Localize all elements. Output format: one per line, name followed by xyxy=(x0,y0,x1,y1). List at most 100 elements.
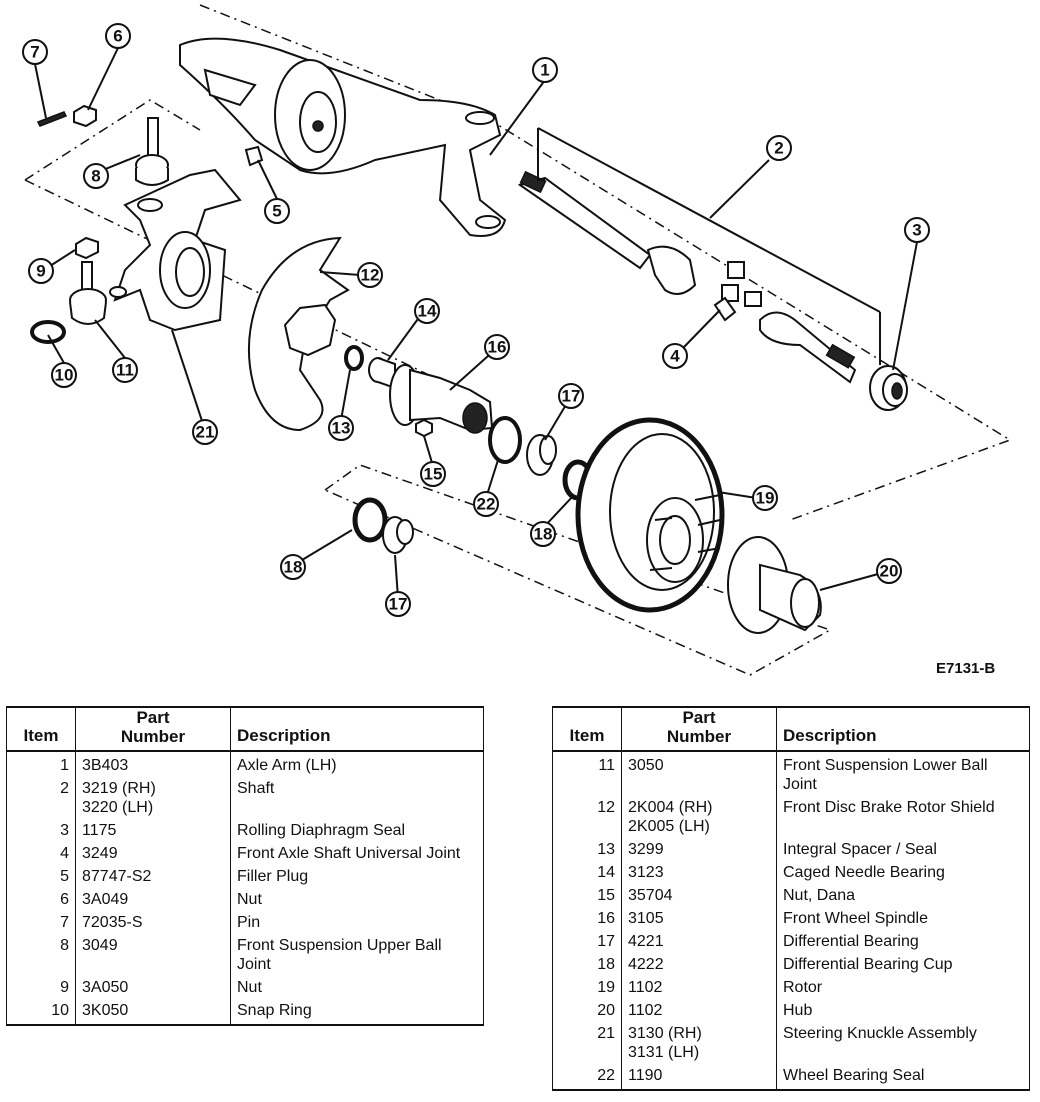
cotter-pin xyxy=(36,111,68,127)
part-number: 1190 xyxy=(621,1066,777,1091)
assembly-frame-upper xyxy=(24,99,201,181)
part-number-line: 3130 (RH) xyxy=(628,1025,702,1042)
part-number: 3105 xyxy=(621,909,777,932)
part-number: 72035-S xyxy=(75,913,231,936)
assembly-frame-lower xyxy=(24,179,461,391)
part-number-line: 87747-S2 xyxy=(82,868,152,885)
item-number: 7 xyxy=(6,913,76,936)
leader-lines xyxy=(34,47,918,599)
header-item: Item xyxy=(552,706,622,752)
rotor-shield xyxy=(247,236,350,432)
part-number-line: 35704 xyxy=(628,887,673,904)
item-number: 20 xyxy=(552,1001,622,1024)
callout-12: 12 xyxy=(357,262,383,288)
part-description: Front Suspension Lower Ball Joint xyxy=(776,751,1030,798)
item-number: 16 xyxy=(552,909,622,932)
svg-text:18: 18 xyxy=(534,525,553,544)
part-description: Nut, Dana xyxy=(776,886,1030,909)
part-number: 3A049 xyxy=(75,890,231,913)
table-row: 22 1190 Wheel Bearing Seal xyxy=(552,1066,1030,1091)
svg-text:6: 6 xyxy=(113,27,122,46)
differential-bearing-upper xyxy=(526,434,557,476)
item-number: 11 xyxy=(552,751,622,798)
wheel-spindle xyxy=(389,364,494,434)
table-row: 15 35704 Nut, Dana xyxy=(552,886,1030,909)
part-description: Nut xyxy=(230,890,484,913)
part-description: Front Suspension Upper Ball Joint xyxy=(230,936,484,978)
callout-16: 16 xyxy=(484,334,510,360)
svg-text:22: 22 xyxy=(477,495,496,514)
spacer-seal xyxy=(344,345,364,371)
callout-3: 3 xyxy=(904,217,930,243)
svg-text:9: 9 xyxy=(36,262,45,281)
part-description: Steering Knuckle Assembly xyxy=(776,1024,1030,1066)
item-number: 21 xyxy=(552,1024,622,1066)
part-number: 3299 xyxy=(621,840,777,863)
svg-text:11: 11 xyxy=(116,361,134,380)
part-number: 1102 xyxy=(621,1001,777,1024)
part-number-line: 3A050 xyxy=(82,979,129,996)
part-number-line: 3049 xyxy=(82,937,118,954)
part-number: 2K004 (RH)2K005 (LH) xyxy=(621,798,777,840)
header-description: Description xyxy=(776,706,1030,752)
brake-rotor xyxy=(575,417,725,613)
svg-text:7: 7 xyxy=(30,43,39,62)
item-number: 4 xyxy=(6,844,76,867)
part-description: Axle Arm (LH) xyxy=(230,751,484,779)
part-number-line: 4222 xyxy=(628,956,664,973)
axle-shaft xyxy=(517,170,857,384)
item-number: 8 xyxy=(6,936,76,978)
part-description: Wheel Bearing Seal xyxy=(776,1066,1030,1091)
part-number-line: 2K004 (RH) xyxy=(628,799,713,816)
part-number-line: 3131 (LH) xyxy=(628,1044,700,1061)
part-number-line: 1190 xyxy=(628,1067,663,1084)
axle-arm-housing xyxy=(179,37,507,237)
part-number: 4222 xyxy=(621,955,777,978)
steering-knuckle xyxy=(109,168,242,332)
item-number: 17 xyxy=(552,932,622,955)
callout-14: 14 xyxy=(414,298,440,324)
part-description: Differential Bearing Cup xyxy=(776,955,1030,978)
svg-text:17: 17 xyxy=(562,387,581,406)
item-number: 15 xyxy=(552,886,622,909)
part-number-line: 1102 xyxy=(628,1002,663,1019)
part-number-line: 1175 xyxy=(82,822,117,839)
table-row: 8 3049 Front Suspension Upper Ball Joint xyxy=(6,936,484,978)
rolling-diaphragm-seal xyxy=(869,365,908,411)
part-description: Front Axle Shaft Universal Joint xyxy=(230,844,484,867)
svg-text:17: 17 xyxy=(389,595,408,614)
part-number-line: 3219 (RH) xyxy=(82,780,156,797)
figure-code: E7131-B xyxy=(936,660,996,677)
svg-text:15: 15 xyxy=(424,465,443,484)
part-number: 35704 xyxy=(621,886,777,909)
part-description: Snap Ring xyxy=(230,1001,484,1026)
item-number: 22 xyxy=(552,1066,622,1091)
svg-text:10: 10 xyxy=(55,366,74,385)
part-number: 3130 (RH) 3131 (LH) xyxy=(621,1024,777,1066)
table-row: 21 3130 (RH) 3131 (LH) Steering Knuckle Ass… xyxy=(552,1024,1030,1066)
part-number: 3049 xyxy=(75,936,231,978)
part-number: 3249 xyxy=(75,844,231,867)
part-number-line: 3B403 xyxy=(82,757,129,774)
part-number: 1175 xyxy=(75,821,231,844)
part-description: Differential Bearing xyxy=(776,932,1030,955)
item-number: 9 xyxy=(6,978,76,1001)
part-number: 3B403 xyxy=(75,751,231,779)
needle-bearing xyxy=(368,357,396,390)
callout-9: 9 xyxy=(28,258,54,284)
